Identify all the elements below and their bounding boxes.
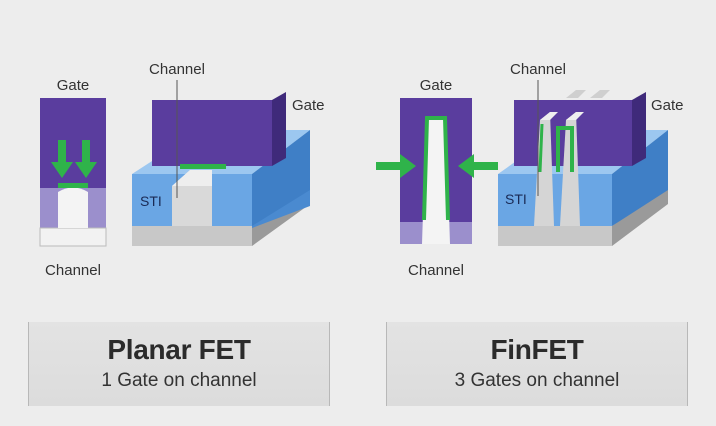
planar-gate-block — [40, 98, 106, 196]
finfet-arrow-left — [376, 154, 416, 178]
planar-channel-label-bottom: Channel — [45, 262, 101, 279]
finfet-cross-section — [376, 98, 498, 244]
planar-gate-contact-line — [58, 183, 88, 188]
planar-channel-label-top: Channel — [149, 61, 205, 78]
planar-3d-device — [132, 92, 310, 246]
finfet-channel-label-top: Channel — [510, 61, 566, 78]
planar-gate-label-left: Gate — [57, 77, 90, 94]
planar-cross-section — [39, 98, 107, 247]
finfet-caption-box: FinFET 3 Gates on channel — [386, 322, 688, 406]
finfet-channel-label-bottom: Channel — [408, 262, 464, 279]
planar-title: Planar FET — [107, 334, 251, 365]
planar-channel-region — [58, 187, 88, 228]
finfet-fin-channel — [422, 120, 450, 244]
finfet-sti-label: STI — [505, 191, 527, 207]
planar-subtitle: 1 Gate on channel — [101, 370, 257, 391]
finfet-subtitle: 3 Gates on channel — [454, 370, 620, 391]
finfet-title: FinFET — [490, 334, 584, 365]
planar-gate-label-right: Gate — [292, 97, 325, 114]
planar-down-arrow-left — [51, 140, 73, 178]
finfet-arrow-right — [458, 154, 498, 178]
planar-down-arrow-right — [75, 140, 97, 178]
planar-substrate — [39, 227, 107, 247]
finfet-gate-label-right: Gate — [651, 97, 684, 114]
finfet-gate-wrap-line — [422, 116, 450, 221]
finfet-3d-device — [498, 90, 668, 246]
planar-caption-box: Planar FET 1 Gate on channel — [28, 322, 330, 406]
planar-sti-label: STI — [140, 193, 162, 209]
finfet-gate-label-left: Gate — [420, 77, 453, 94]
